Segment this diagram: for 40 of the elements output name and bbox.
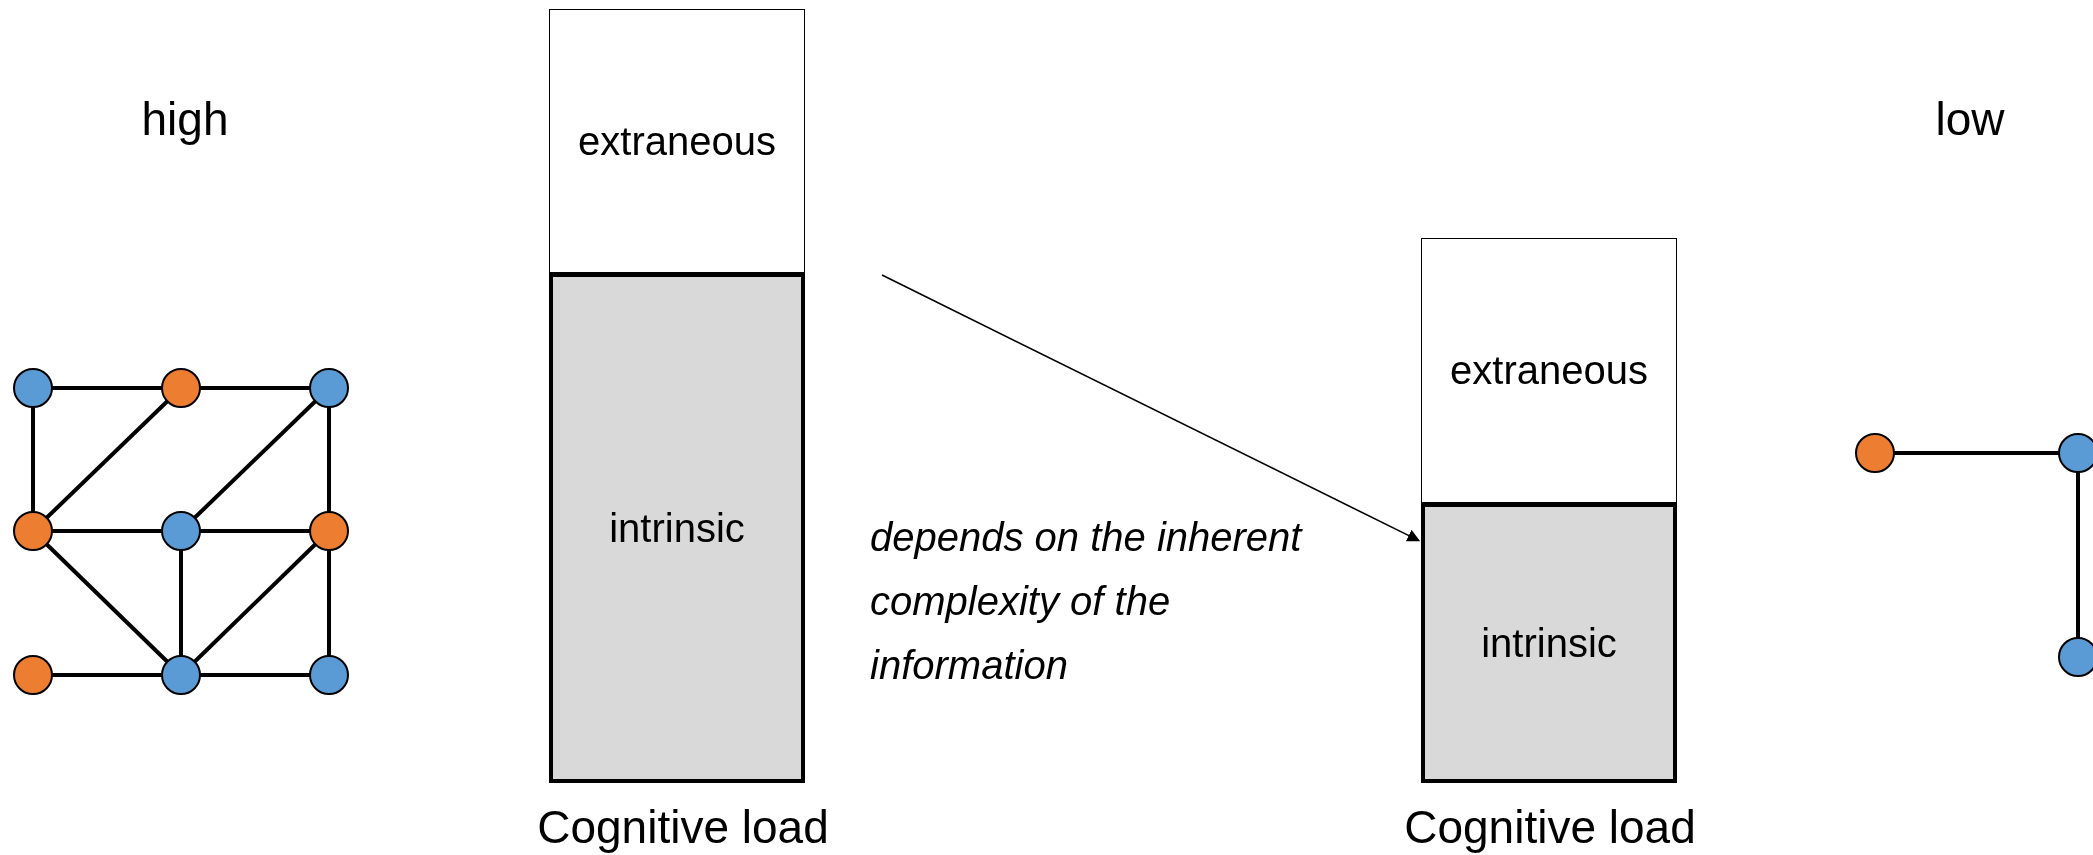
connector-line <box>45 542 169 664</box>
network-node-circle <box>12 654 54 696</box>
network-node-circle <box>308 654 350 696</box>
connector-line <box>1894 451 2059 455</box>
connector-line <box>327 550 331 656</box>
connector-line <box>45 399 169 520</box>
segment-label: extraneous <box>578 118 776 164</box>
connector-line <box>52 386 162 390</box>
bar-segment <box>549 9 805 273</box>
connector-line <box>193 542 317 664</box>
network-node-circle <box>160 654 202 696</box>
arrow <box>881 274 1421 542</box>
connector-line <box>200 386 310 390</box>
network-node-circle <box>308 367 350 409</box>
bar-segment <box>1421 503 1677 783</box>
segment-label: intrinsic <box>609 505 745 551</box>
segment-label: intrinsic <box>1481 620 1617 666</box>
connector-line <box>31 407 35 512</box>
connector-line <box>2076 472 2080 638</box>
bar-segment <box>1421 238 1677 503</box>
bar-segment <box>549 273 805 783</box>
connector-line <box>193 399 317 520</box>
network-node-circle <box>1854 432 1896 474</box>
connector-line <box>327 407 331 512</box>
connector-line <box>200 529 310 533</box>
level-label: low <box>1935 92 2005 146</box>
network-node-circle <box>160 510 202 552</box>
segment-label: extraneous <box>1450 348 1648 393</box>
annotation-text: depends on the inherent complexity of the information <box>870 514 1304 689</box>
network-node-circle <box>12 367 54 409</box>
network-node-circle <box>308 510 350 552</box>
network-node-circle <box>160 367 202 409</box>
axis-caption: Cognitive load <box>1404 800 1696 854</box>
connector-line <box>52 529 162 533</box>
axis-caption: Cognitive load <box>537 800 829 854</box>
level-label: high <box>141 92 229 146</box>
connector-line <box>52 673 162 677</box>
connector-line <box>200 673 310 677</box>
network-node-circle <box>12 510 54 552</box>
connector-line <box>179 550 183 656</box>
